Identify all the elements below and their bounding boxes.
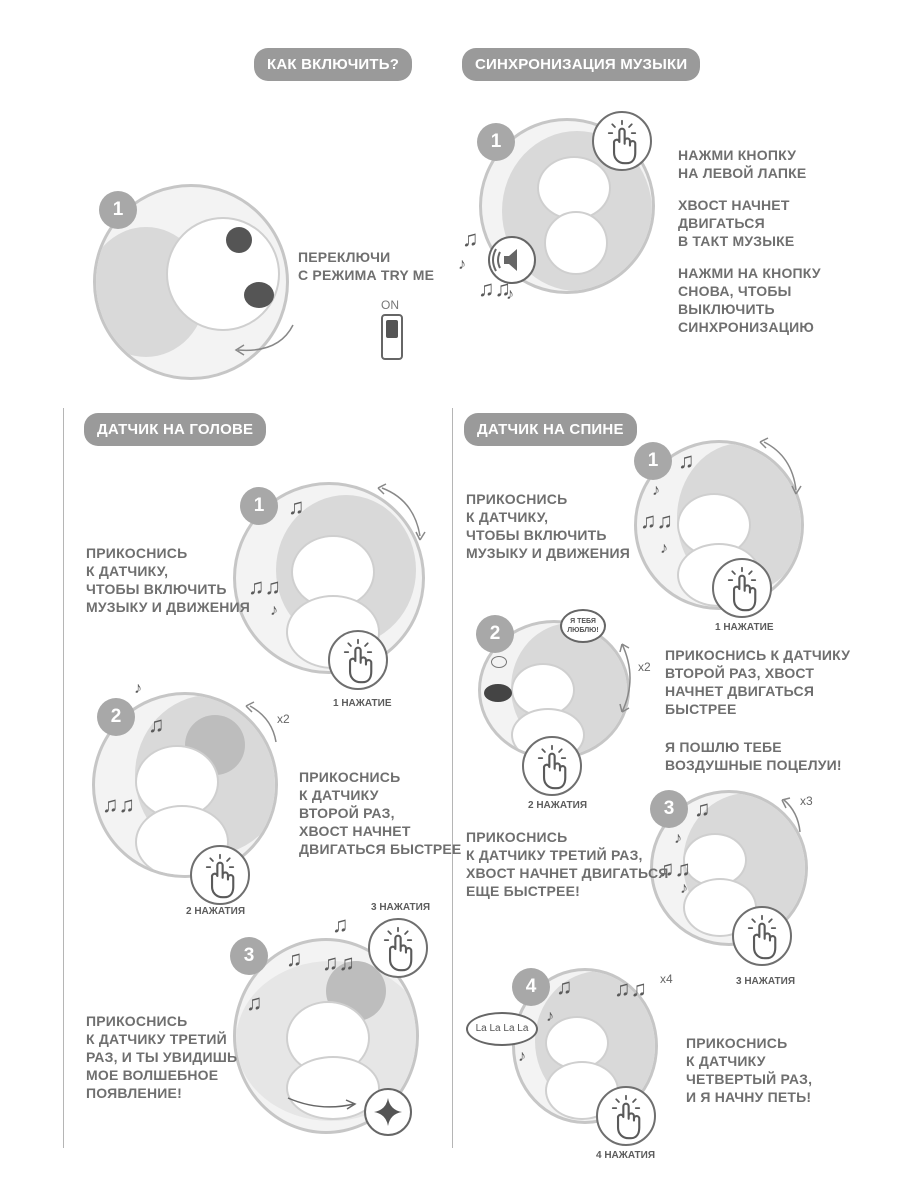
music-note-icon: ♪ xyxy=(546,1008,554,1025)
multiplier: x2 xyxy=(638,660,651,674)
rotation-arrow-icon xyxy=(759,437,802,495)
head-sensor-step-3-text: ПРИКОСНИСЬ К ДАТЧИКУ ТРЕТИЙ РАЗ, И ТЫ УВ… xyxy=(86,1013,238,1101)
step-number: 2 xyxy=(476,615,514,653)
step-number: 1 xyxy=(99,191,137,229)
music-sync-step-2: ХВОСТ НАЧНЕТ ДВИГАТЬСЯ В ТАКТ МУЗЫКЕ xyxy=(678,197,795,249)
unicon-upside-down-image xyxy=(93,184,289,380)
multiplier: x2 xyxy=(277,712,290,726)
back-sensor-step-4-image xyxy=(512,968,658,1124)
music-note-icon: ♪ xyxy=(134,680,142,697)
divider-left xyxy=(63,408,64,1148)
kiss-lips-icon xyxy=(484,684,512,702)
music-note-icon: ♫ xyxy=(288,494,305,519)
arrow-icon xyxy=(287,1097,357,1110)
music-note-icon: ♪ xyxy=(674,830,682,847)
switch-on-label: ON xyxy=(381,298,399,312)
back-sensor-step-3-text: ПРИКОСНИСЬ К ДАТЧИКУ ТРЕТИЙ РАЗ, ХВОСТ Н… xyxy=(466,829,669,899)
tap-hand-icon xyxy=(328,630,388,690)
section-title-back-sensor: ДАТЧИК НА СПИНЕ xyxy=(464,413,637,446)
section-title-head-sensor: ДАТЧИК НА ГОЛОВЕ xyxy=(84,413,267,446)
press-count: 3 НАЖАТИЯ xyxy=(736,976,796,987)
music-note-icon: ♪ xyxy=(458,256,466,273)
press-count: 2 НАЖАТИЯ xyxy=(528,800,588,811)
music-note-icon: ♫ xyxy=(694,796,711,821)
step-number: 1 xyxy=(240,487,278,525)
multiplier: x4 xyxy=(660,972,673,986)
music-note-icon: ♪ xyxy=(652,482,660,499)
press-count: 3 НАЖАТИЯ xyxy=(371,902,431,913)
music-note-icon: ♪ xyxy=(660,540,668,557)
multiplier: x3 xyxy=(800,794,813,808)
music-notes-icon: ♫♫ xyxy=(658,856,691,881)
speaker-icon xyxy=(488,236,536,284)
music-note-icon: ♫ xyxy=(678,448,695,473)
rotation-arrow-icon xyxy=(377,483,426,541)
kiss-lips-icon xyxy=(491,656,507,668)
music-note-icon: ♫ xyxy=(148,712,165,737)
press-count: 1 НАЖАТИЕ xyxy=(333,698,392,709)
rotation-arrow-icon xyxy=(245,701,277,743)
power-switch xyxy=(381,314,403,360)
back-sensor-step-2-text: ПРИКОСНИСЬ К ДАТЧИКУ ВТОРОЙ РАЗ, ХВОСТ Н… xyxy=(665,647,851,717)
music-note-icon: ♪ xyxy=(270,602,278,619)
tap-hand-icon xyxy=(732,906,792,966)
music-notes-icon: ♫♫ xyxy=(248,574,281,599)
music-notes-icon: ♫♫ xyxy=(322,950,355,975)
step-number: 4 xyxy=(512,968,550,1006)
tap-hand-icon xyxy=(368,918,428,978)
step-number: 3 xyxy=(230,937,268,975)
music-note-icon: ♪ xyxy=(680,880,688,897)
music-notes-icon: ♫♫ xyxy=(102,792,135,817)
turn-on-instruction: ПЕРЕКЛЮЧИ С РЕЖИМА TRY ME xyxy=(298,249,435,283)
music-sync-step-1: НАЖМИ КНОПКУ НА ЛЕВОЙ ЛАПКЕ xyxy=(678,147,807,181)
tap-hand-icon xyxy=(712,558,772,618)
curved-arrow-icon xyxy=(234,324,294,356)
music-notes-icon: ♫♫ xyxy=(640,508,673,533)
step-number: 1 xyxy=(634,442,672,480)
speech-bubble: La La La La xyxy=(466,1012,538,1046)
tap-hand-icon xyxy=(592,111,652,171)
press-count: 1 НАЖАТИЕ xyxy=(715,622,774,633)
back-sensor-step-4-text: ПРИКОСНИСЬ К ДАТЧИКУ ЧЕТВЕРТЫЙ РАЗ, И Я … xyxy=(686,1035,813,1105)
head-sensor-step-1-text: ПРИКОСНИСЬ К ДАТЧИКУ, ЧТОБЫ ВКЛЮЧИТЬ МУЗ… xyxy=(86,545,251,615)
music-notes-icon: ♫♫ xyxy=(478,276,511,301)
head-sensor-step-2-text: ПРИКОСНИСЬ К ДАТЧИКУ ВТОРОЙ РАЗ, ХВОСТ Н… xyxy=(299,769,462,857)
music-note-icon: ♫ xyxy=(246,990,263,1015)
step-number: 1 xyxy=(477,123,515,161)
divider-middle xyxy=(452,408,453,1148)
section-title-music-sync: СИНХРОНИЗАЦИЯ МУЗЫКИ xyxy=(462,48,701,81)
tap-hand-icon xyxy=(522,736,582,796)
music-sync-step-3: НАЖМИ НА КНОПКУ СНОВА, ЧТОБЫ ВЫКЛЮЧИТЬ С… xyxy=(678,265,821,335)
step-number: 3 xyxy=(650,790,688,828)
music-note-icon: ♪ xyxy=(506,286,514,303)
section-title-turn-on: КАК ВКЛЮЧИТЬ? xyxy=(254,48,413,81)
music-note-icon: ♫ xyxy=(462,226,479,251)
sparkle-icon xyxy=(364,1088,412,1136)
music-note-icon: ♪ xyxy=(518,1048,526,1065)
back-sensor-step-2-text-2: Я ПОШЛЮ ТЕБЕ ВОЗДУШНЫЕ ПОЦЕЛУИ! xyxy=(665,739,842,773)
press-count: 2 НАЖАТИЯ xyxy=(186,906,246,917)
back-sensor-step-1-text: ПРИКОСНИСЬ К ДАТЧИКУ, ЧТОБЫ ВКЛЮЧИТЬ МУЗ… xyxy=(466,491,631,561)
music-notes-icon: ♫♫ xyxy=(614,976,647,1001)
rotation-arrow-icon xyxy=(619,643,631,713)
music-note-icon: ♫ xyxy=(332,912,349,937)
rotation-arrow-icon xyxy=(781,797,801,833)
music-note-icon: ♫ xyxy=(286,946,303,971)
step-number: 2 xyxy=(97,698,135,736)
press-count: 4 НАЖАТИЯ xyxy=(596,1150,656,1161)
tap-hand-icon xyxy=(596,1086,656,1146)
speech-bubble: Я ТЕБЯ ЛЮБЛЮ! xyxy=(560,609,606,643)
music-note-icon: ♫ xyxy=(556,974,573,999)
tap-hand-icon xyxy=(190,845,250,905)
